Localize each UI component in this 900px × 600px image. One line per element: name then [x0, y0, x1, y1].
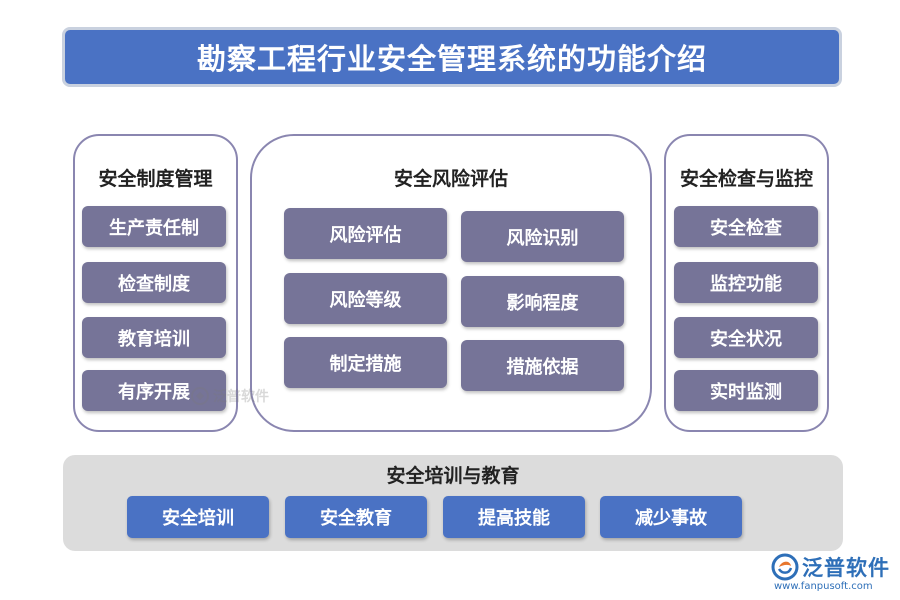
- panel-title: 安全检查与监控: [679, 168, 813, 190]
- left-item-2: 检查制度: [82, 262, 226, 303]
- center-right-item-2: 影响程度: [461, 276, 624, 327]
- left-item-4: 有序开展: [82, 370, 226, 411]
- bottom-item-3: 提高技能: [443, 496, 585, 538]
- panel-title: 安全培训与教育: [386, 465, 520, 487]
- bottom-item-4: 减少事故: [600, 496, 742, 538]
- panel-title: 安全风险评估: [393, 168, 508, 190]
- center-right-item-1: 风险识别: [461, 211, 624, 262]
- brand-logo-text: 泛普软件: [802, 556, 890, 580]
- right-item-3: 安全状况: [674, 317, 818, 358]
- brand-logo-url: www.fanpusoft.com: [774, 581, 873, 592]
- left-item-3: 教育培训: [82, 317, 226, 358]
- bottom-item-1: 安全培训: [127, 496, 269, 538]
- watermark-logo-icon: [191, 387, 209, 405]
- bottom-item-2: 安全教育: [285, 496, 427, 538]
- center-left-item-1: 风险评估: [284, 208, 447, 259]
- brand-logo: 泛普软件 www.fanpusoft.com: [770, 552, 895, 596]
- right-item-4: 实时监测: [674, 370, 818, 411]
- panel-title: 安全制度管理: [98, 168, 213, 190]
- right-item-2: 监控功能: [674, 262, 818, 303]
- left-item-1: 生产责任制: [82, 206, 226, 247]
- brand-logo-icon: [771, 553, 799, 581]
- right-item-1: 安全检查: [674, 206, 818, 247]
- watermark-text: 泛普软件: [213, 389, 269, 405]
- page-title: 勘察工程行业安全管理系统的功能介绍: [196, 42, 707, 76]
- title-banner: 勘察工程行业安全管理系统的功能介绍: [62, 27, 842, 87]
- center-left-item-3: 制定措施: [284, 337, 447, 388]
- center-right-item-3: 措施依据: [461, 340, 624, 391]
- watermark: 泛普软件: [190, 386, 269, 406]
- center-left-item-2: 风险等级: [284, 273, 447, 324]
